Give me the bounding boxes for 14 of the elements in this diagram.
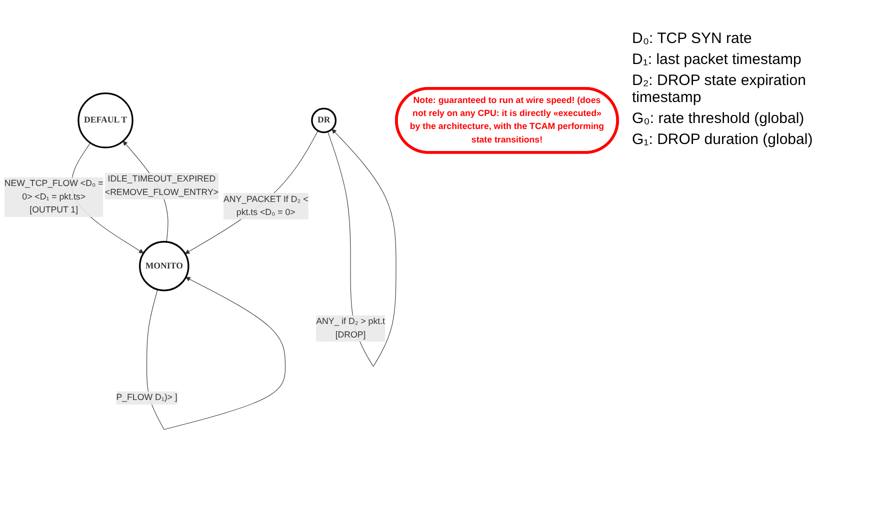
variable-definition: D₂: DROP state expiration timestamp <box>632 72 807 106</box>
edge-label: ANY_PACKET If D₂ < pkt.ts <D₀ = 0> <box>223 194 308 217</box>
variable-definition: D₁: last packet timestamp <box>632 51 802 68</box>
variable-definition: G₁: DROP duration (global) <box>632 131 814 148</box>
edge-label: NEW_TCP_FLOW <D₀ = 0> <D₁ = pkt.ts> [OUTPUT 1] <box>4 178 104 214</box>
arrow <box>184 130 318 254</box>
edge-label: IDLE_TIMEOUT_EXPIRED <REMOVE_FLOW_ENTRY> <box>104 174 219 197</box>
edge-label: P_FLOW D₁)> ] <box>116 392 178 402</box>
node-circle: DR <box>311 107 337 133</box>
variable-definition: G₀: rate threshold (global) <box>632 110 806 127</box>
node-circle: MONITO <box>139 240 190 291</box>
variable-definition: D₀: TCP SYN rate <box>632 30 753 47</box>
edge-label: ANY_ if D₂ > pkt.t [DROP] <box>316 316 385 340</box>
node-circle: DEFAUL T <box>78 92 134 148</box>
